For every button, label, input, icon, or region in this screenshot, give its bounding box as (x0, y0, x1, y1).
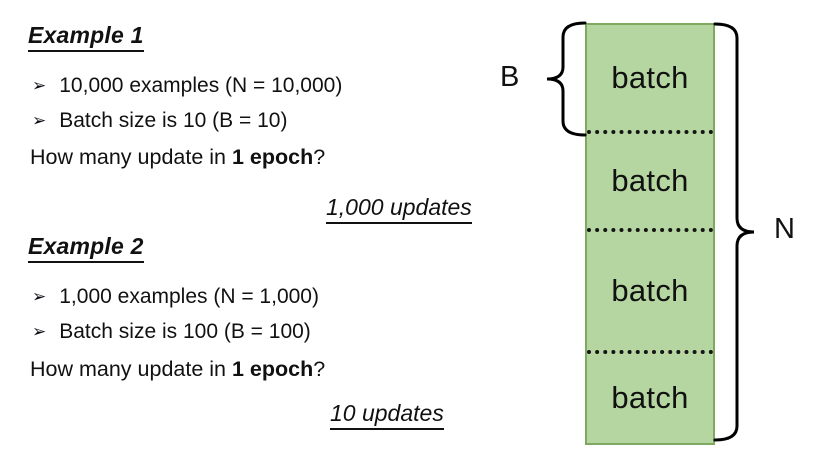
batch-block-1: batch (587, 25, 713, 135)
dataset-bar: batch batch batch batch (585, 23, 715, 445)
question-bold-text: 1 epoch (231, 357, 314, 381)
question-text: How many update in (30, 357, 232, 381)
arrow-bullet-icon: ➢ (32, 287, 47, 306)
batch-size-brace-icon (546, 21, 587, 137)
question-bold-text: 1 epoch (231, 145, 314, 169)
question-text: How many update in (30, 145, 232, 169)
example1-bullet-1: ➢ 10,000 examples (N = 10,000) (32, 74, 342, 98)
arrow-bullet-icon: ➢ (32, 111, 47, 130)
bullet-text: 1,000 examples (N = 1,000) (59, 285, 319, 308)
question-text: ? (313, 357, 326, 381)
example1-bullet-2: ➢ Batch size is 10 (B = 10) (32, 109, 287, 133)
example2-bullet-1: ➢ 1,000 examples (N = 1,000) (32, 285, 319, 309)
arrow-bullet-icon: ➢ (32, 76, 47, 95)
example1-answer: 1,000 updates (326, 194, 472, 224)
arrow-bullet-icon: ➢ (32, 322, 47, 341)
bullet-text: Batch size is 100 (B = 100) (59, 320, 311, 343)
example2-bullet-2: ➢ Batch size is 100 (B = 100) (32, 320, 311, 344)
batch-block-3: batch (587, 232, 713, 354)
example2-answer: 10 updates (330, 400, 444, 430)
example2-question: How many update in 1 epoch? (30, 357, 325, 382)
bullet-text: 10,000 examples (N = 10,000) (59, 74, 343, 97)
example2-title: Example 2 (28, 233, 144, 263)
question-text: ? (313, 145, 326, 169)
batch-block-4: batch (611, 380, 689, 416)
batch-block-2: batch (587, 134, 713, 233)
example1-title: Example 1 (28, 22, 144, 52)
dataset-size-brace-icon (713, 22, 755, 442)
dataset-size-label: N (774, 213, 795, 245)
bullet-text: Batch size is 10 (B = 10) (59, 109, 288, 132)
example1-question: How many update in 1 epoch? (30, 145, 325, 170)
batch-size-label: B (500, 61, 520, 93)
